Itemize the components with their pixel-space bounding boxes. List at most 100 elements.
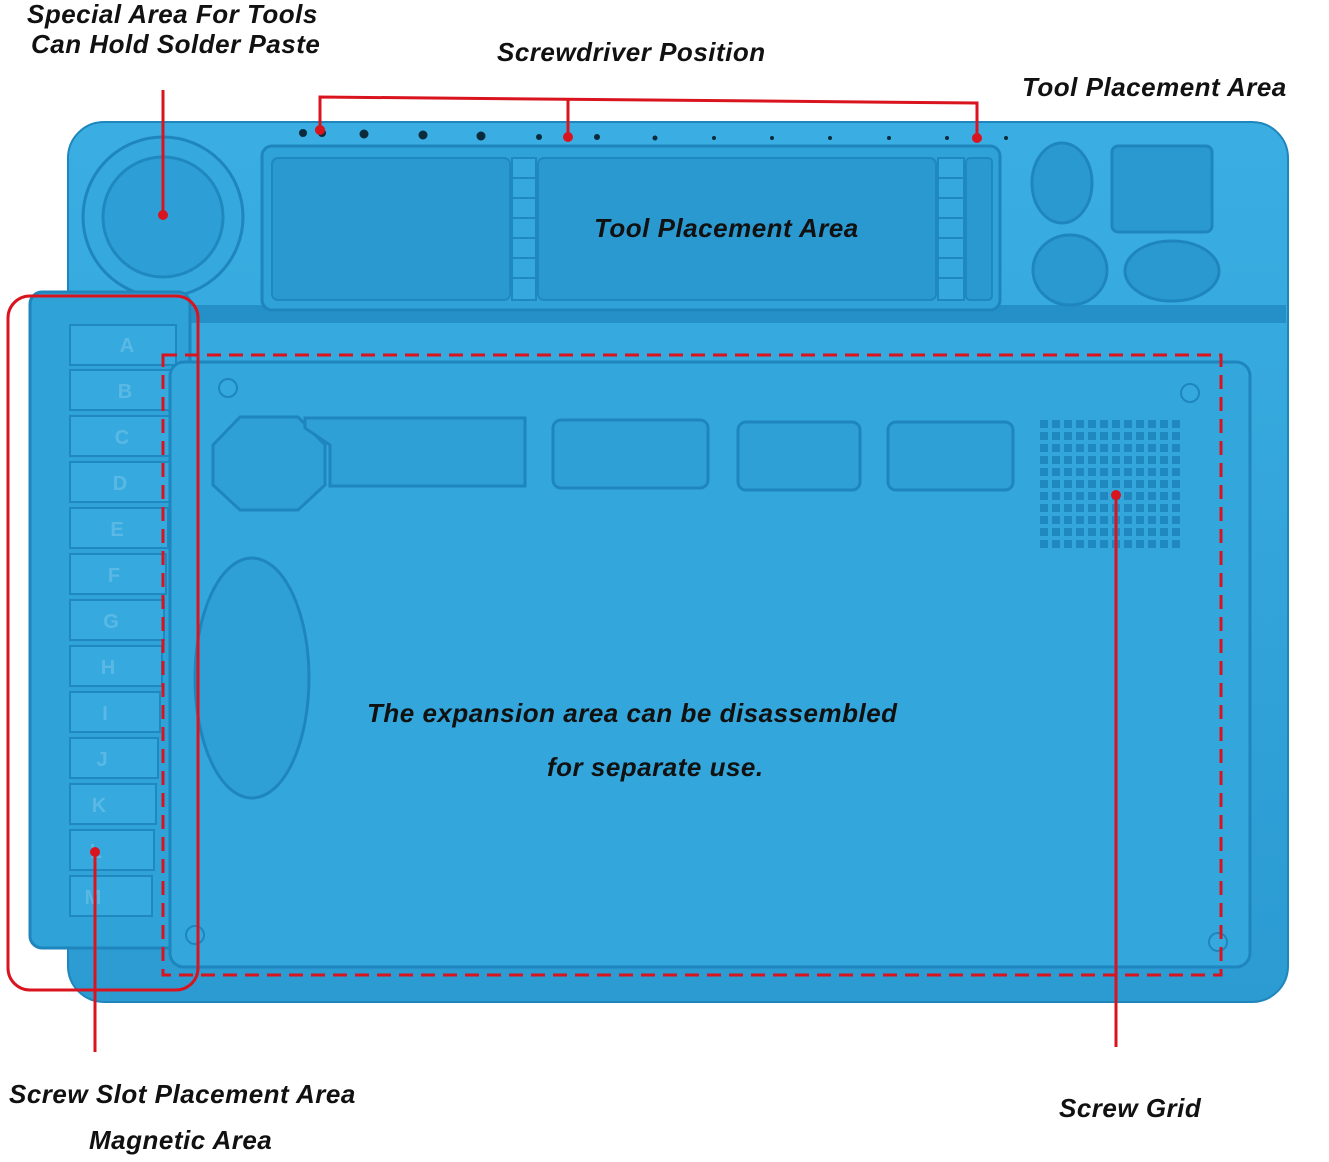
screw-grid-cell	[1124, 492, 1132, 500]
screw-grid-cell	[1076, 444, 1084, 452]
screw-grid-cell	[1172, 444, 1180, 452]
screw-grid-cell	[1148, 456, 1156, 464]
screw-grid-cell	[1052, 480, 1060, 488]
screw-grid-cell	[1052, 444, 1060, 452]
screw-grid-cell	[1172, 540, 1180, 548]
slot-letter: I	[102, 703, 108, 725]
screw-grid-cell	[1112, 432, 1120, 440]
slot-letter: H	[101, 657, 115, 679]
screw-slot-label: Screw Slot Placement Area	[9, 1079, 356, 1109]
screw-grid-cell	[1064, 432, 1072, 440]
screw-grid-cell	[1148, 468, 1156, 476]
expansion-outline	[161, 353, 1223, 977]
screw-slot-letters: A B C D E F G H I J K L M	[85, 335, 135, 909]
screw-grid-cell	[1160, 492, 1168, 500]
screw-grid-cell	[1040, 492, 1048, 500]
screw-grid-cell	[1064, 492, 1072, 500]
screw-grid-cell	[1040, 504, 1048, 512]
screw-grid-cell	[1052, 456, 1060, 464]
screw-grid-cell	[1136, 432, 1144, 440]
oval-recess	[193, 556, 311, 800]
screw-grid-cell	[1112, 444, 1120, 452]
slot-letter: D	[113, 473, 127, 495]
screw-grid-cell	[1088, 540, 1096, 548]
screw-grid-cell	[1148, 504, 1156, 512]
screw-grid-cell	[1100, 468, 1108, 476]
annotation-leaders	[93, 90, 1118, 1052]
screw-grid-cell	[1088, 468, 1096, 476]
screw-grid-cell	[1052, 468, 1060, 476]
screw-grid-cell	[1136, 420, 1144, 428]
screw-grid-cell	[1040, 540, 1048, 548]
magnetic-area-label: Magnetic Area	[89, 1125, 273, 1155]
center-tool-tray-mid-cell	[537, 157, 937, 301]
screw-grid-label: Screw Grid	[1059, 1093, 1202, 1123]
screwdriver-position-label: Screwdriver Position	[497, 37, 766, 67]
screw-grid-cell	[1124, 504, 1132, 512]
screw-grid-cell	[1148, 432, 1156, 440]
slot-letter: C	[115, 427, 129, 449]
screw-grid-cell	[1100, 480, 1108, 488]
screw-grid-cell	[1052, 492, 1060, 500]
screw-grid-cell	[1064, 516, 1072, 524]
annotation-dots	[90, 125, 1121, 857]
rect-recess-1	[551, 418, 710, 490]
small-well-round	[1031, 233, 1109, 307]
screw-grid-cell	[1040, 480, 1048, 488]
slot-letter: G	[103, 611, 119, 633]
screw-grid-cell	[1040, 432, 1048, 440]
screw-slot-cells	[69, 324, 177, 917]
screw-grid-cell	[1088, 432, 1096, 440]
screw-grid-cell	[1112, 420, 1120, 428]
screw-grid-cell	[1160, 468, 1168, 476]
screw-grid-cell	[1148, 444, 1156, 452]
slot-letter: F	[108, 565, 120, 587]
slot-letter: E	[110, 519, 123, 541]
screw-grid-cell	[1064, 540, 1072, 548]
screw-grid-cell	[1076, 516, 1084, 524]
screw-grid-cell	[1136, 444, 1144, 452]
screw-grid-cell	[1172, 504, 1180, 512]
screw-grid-cell	[1040, 528, 1048, 536]
special-area-label-line2: Can Hold Solder Paste	[31, 29, 321, 59]
screw-grid-cell	[1100, 456, 1108, 464]
screw-grid-cell	[1148, 528, 1156, 536]
screw-slot-outline	[6, 294, 200, 992]
screw-grid-cell	[1112, 456, 1120, 464]
screw-grid-cell	[1040, 456, 1048, 464]
screw-grid-cell	[1088, 456, 1096, 464]
screw-grid-cell	[1136, 516, 1144, 524]
corner-dot	[1180, 383, 1200, 403]
slot-letter: A	[120, 335, 134, 357]
screw-grid-cell	[1064, 420, 1072, 428]
screw-grid-cell	[1100, 444, 1108, 452]
screw-grid-cell	[1124, 480, 1132, 488]
screw-grid-cell	[1136, 480, 1144, 488]
screw-grid-cell	[1088, 492, 1096, 500]
screw-grid-cell	[1136, 456, 1144, 464]
expansion-panel	[168, 360, 1252, 969]
screw-grid-cell	[1148, 492, 1156, 500]
screw-grid-cell	[1064, 528, 1072, 536]
screw-grid-cell	[1172, 480, 1180, 488]
screw-grid-cell	[1160, 540, 1168, 548]
screw-grid-cell	[1076, 468, 1084, 476]
screw-grid-cell	[1172, 432, 1180, 440]
screw-grid-cell	[1160, 504, 1168, 512]
small-well-oval-wide	[1123, 239, 1221, 303]
center-tool-tray-left-cell	[271, 157, 511, 301]
screw-grid-cell	[1088, 528, 1096, 536]
screw-grid-cell	[1136, 528, 1144, 536]
corner-dot	[1208, 932, 1228, 952]
tray-ladder-left	[511, 157, 537, 301]
screw-grid-cell	[1052, 420, 1060, 428]
slot-letter: M	[85, 887, 102, 909]
screw-grid-cell	[1052, 516, 1060, 524]
slot-letter: K	[92, 795, 107, 817]
screw-grid-cell	[1040, 516, 1048, 524]
screw-grid-cell	[1124, 468, 1132, 476]
screw-grid-cell	[1160, 444, 1168, 452]
screw-grid-cell	[1100, 516, 1108, 524]
screw-grid-cell	[1064, 444, 1072, 452]
screw-grid-cell	[1100, 492, 1108, 500]
